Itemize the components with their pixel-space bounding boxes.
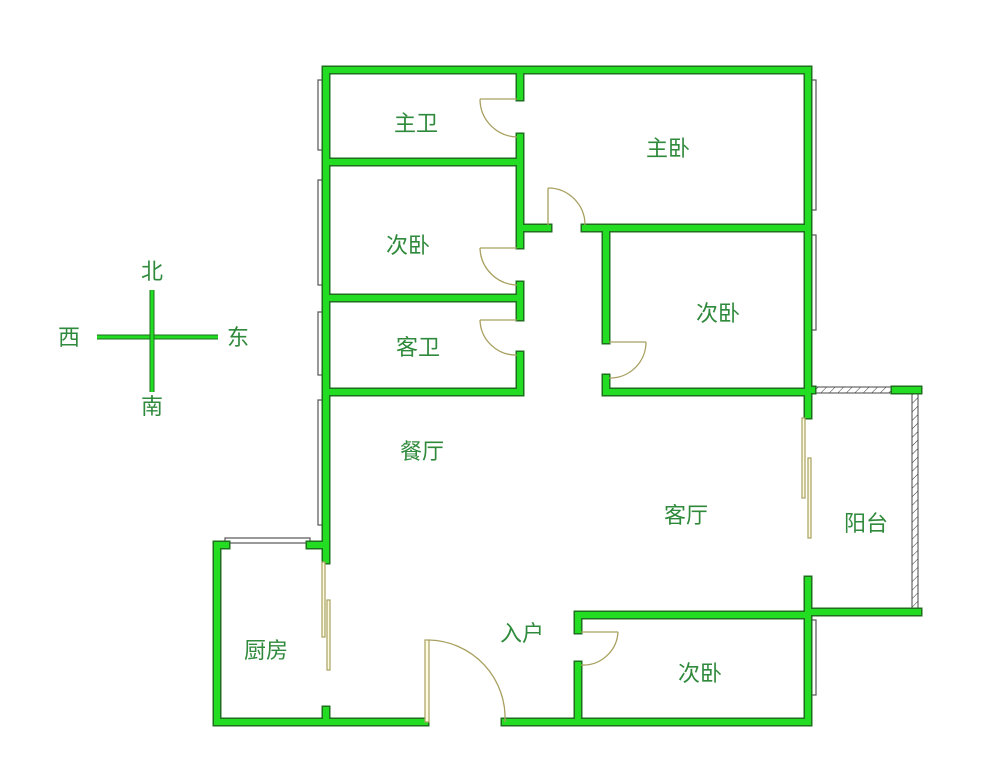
room-guest-bath: 客卫: [396, 336, 440, 361]
compass-south: 南: [141, 395, 163, 420]
walls: [212, 65, 923, 727]
room-master-bedroom: 主卧: [646, 137, 690, 162]
room-second-bedroom-right: 次卧: [696, 302, 740, 327]
balcony-railing: [810, 386, 919, 616]
compass-north: 北: [141, 260, 163, 285]
door-swing: [479, 319, 518, 356]
window: [224, 537, 311, 544]
room-balcony: 阳台: [844, 512, 888, 537]
sliding-door: [321, 561, 326, 638]
door-swing: [608, 341, 647, 379]
door-swing: [479, 98, 518, 138]
door-swing: [580, 631, 619, 666]
door-swing: [479, 247, 518, 286]
room-second-bedroom-bottom: 次卧: [678, 662, 722, 687]
room-master-bath: 主卫: [394, 112, 438, 137]
room-entrance: 入户: [500, 622, 544, 647]
compass: 北 西 东 南: [58, 260, 249, 420]
room-second-bedroom-left: 次卧: [386, 234, 430, 259]
sliding-door: [801, 417, 806, 499]
doors: [321, 98, 812, 723]
room-kitchen: 厨房: [244, 639, 288, 664]
entrance-door-leaf: [424, 639, 430, 723]
room-living: 客厅: [664, 504, 708, 529]
room-dining: 餐厅: [400, 440, 444, 465]
room-labels: 主卫 主卧 次卧 次卧 客卫 餐厅 客厅 阳台 厨房 入户 次卧: [244, 112, 888, 687]
sliding-door: [326, 599, 331, 671]
compass-east: 东: [227, 326, 249, 351]
door-swing: [547, 187, 586, 226]
sliding-door: [807, 457, 812, 539]
compass-west: 西: [58, 326, 80, 351]
entrance-door-swing: [428, 639, 506, 723]
